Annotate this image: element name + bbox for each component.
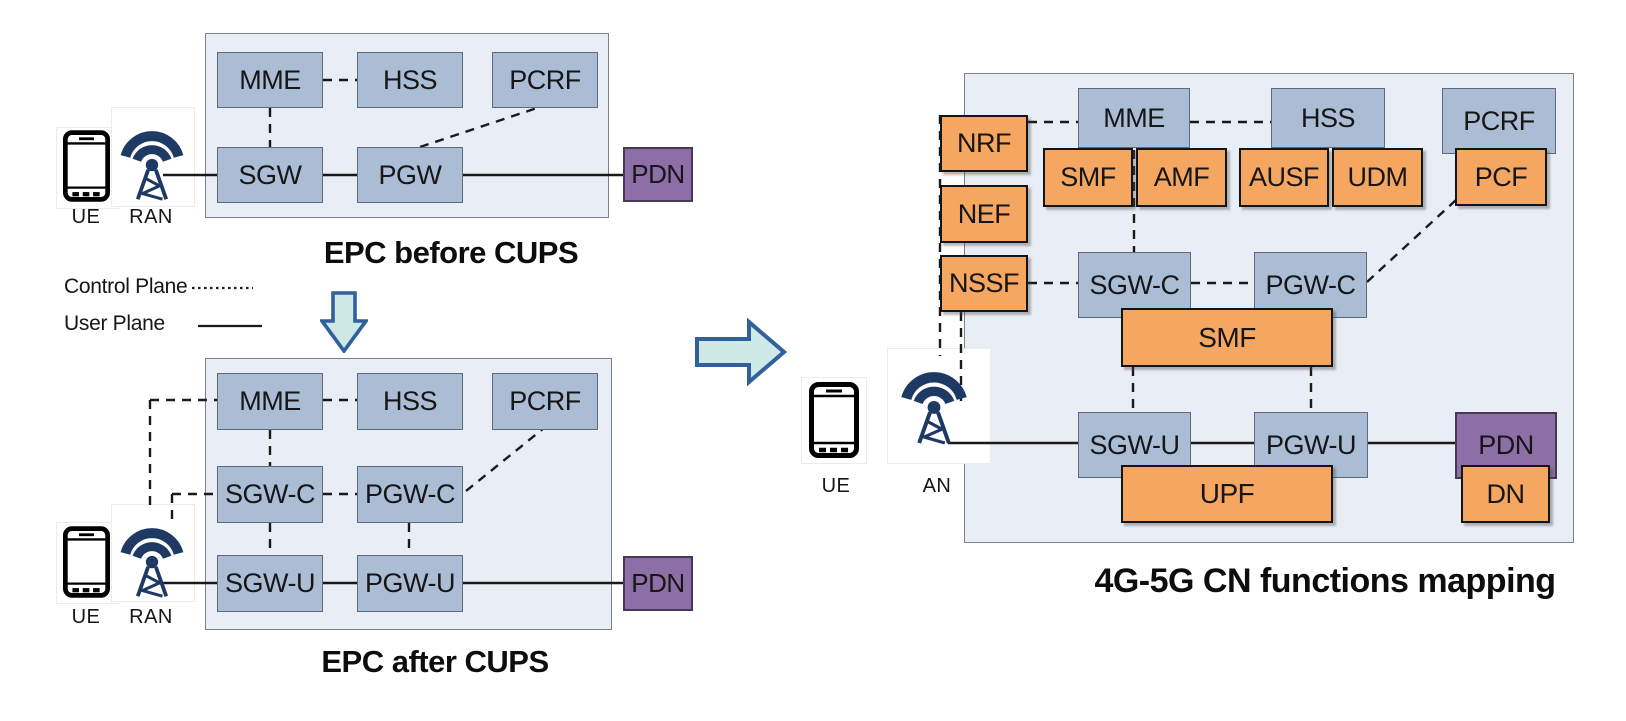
node-after-pgwc: PGW-C [357,466,463,523]
mapping-title: 4G-5G CN functions mapping [1094,561,1556,600]
node-after-pgwu: PGW-U [357,555,463,612]
node-map-ausf: AUSF [1239,148,1329,207]
node-before-pdn: PDN [623,147,693,202]
node-map-hss: HSS [1271,88,1385,148]
antenna-icon [901,372,967,445]
epc-before-title: EPC before CUPS [323,235,579,270]
node-before-pcrf: PCRF [492,52,598,108]
legend-user-plane: User Plane [64,312,165,335]
node-map-pcf: PCF [1455,148,1547,206]
node-before-hss: HSS [357,52,463,108]
an-label-mapping: AN [922,474,952,497]
antenna-icon [120,528,184,598]
node-after-sgwu: SGW-U [217,555,323,612]
node-after-sgwc: SGW-C [217,466,323,523]
node-map-nef: NEF [940,185,1028,243]
node-map-nrf: NRF [940,115,1028,172]
smartphone-icon [63,526,110,598]
ue-label-before: UE [71,205,101,228]
node-after-pdn: PDN [623,556,693,611]
smartphone-icon [809,382,859,458]
node-map-udm: UDM [1332,148,1423,207]
node-map-smf-big: SMF [1121,308,1333,367]
antenna-icon [120,131,184,201]
node-map-dn: DN [1461,465,1550,523]
node-after-mme: MME [217,373,323,430]
node-before-pgw: PGW [357,147,463,203]
smartphone-icon [63,130,110,202]
node-before-mme: MME [217,52,323,108]
epc-after-title: EPC after CUPS [321,643,549,679]
node-after-hss: HSS [357,373,463,430]
legend-control-plane: Control Plane [64,275,188,298]
ue-label-mapping: UE [821,474,851,497]
right-arrow-icon [695,317,787,387]
node-map-amf: AMF [1136,148,1227,207]
node-after-pcrf: PCRF [492,373,598,430]
ran-label-after: RAN [129,605,173,628]
node-map-pcrf: PCRF [1442,88,1556,154]
ue-label-after: UE [71,605,101,628]
node-before-sgw: SGW [217,147,323,203]
node-map-mme: MME [1078,88,1190,148]
node-map-nssf: NSSF [940,255,1028,312]
down-arrow-icon [320,291,368,353]
ran-label-before: RAN [129,205,173,228]
node-map-upf: UPF [1121,465,1333,523]
node-map-smf-small: SMF [1043,148,1133,207]
